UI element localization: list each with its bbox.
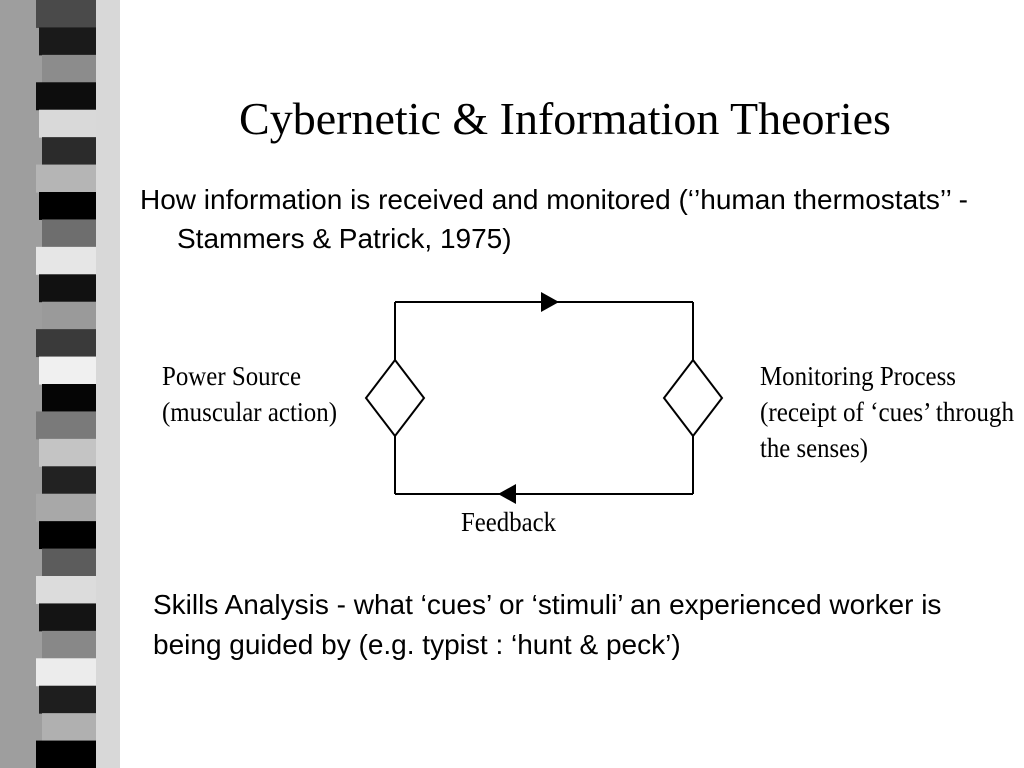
- stripe-block: [39, 438, 96, 467]
- stripe-block: [39, 274, 96, 303]
- the-senses-label: the senses): [760, 433, 868, 463]
- stripe-block: [42, 630, 96, 659]
- receipt-of-cues-label: (receipt of ‘cues’ through: [760, 397, 1014, 427]
- stripe-block: [39, 192, 96, 220]
- stripe-block: [36, 82, 96, 111]
- slide-title: Cybernetic & Information Theories: [239, 93, 891, 144]
- loop-lines: [394, 301, 694, 495]
- skills-analysis-text: Skills Analysis - what ‘cues’ or ‘stimul…: [153, 589, 942, 660]
- stripe-block: [42, 54, 96, 83]
- stripe-block: [42, 466, 96, 495]
- stripe-block: [36, 164, 96, 193]
- stripe-block: [42, 548, 96, 577]
- feedback-label: Feedback: [461, 507, 556, 537]
- bottom-arrow-icon: [498, 484, 516, 504]
- stripe-block: [39, 27, 96, 56]
- stripe-shadow: [96, 0, 120, 768]
- power-source-label: Power Source: [162, 361, 301, 391]
- stripe-block: [39, 521, 96, 550]
- stripe-block: [39, 109, 96, 138]
- stripe-block: [36, 0, 96, 28]
- stripe-block: [36, 740, 96, 768]
- stripe-block: [36, 411, 96, 440]
- stripe-block: [42, 137, 96, 166]
- right-diamond-icon: [662, 358, 724, 438]
- stripe-block: [42, 301, 96, 330]
- stripe-block: [42, 713, 96, 742]
- stripe-block: [39, 603, 96, 632]
- stripe-block: [39, 685, 96, 714]
- stripe-block: [42, 384, 96, 412]
- left-diamond-icon: [364, 358, 426, 438]
- stripe-block: [39, 356, 96, 385]
- stripe-block: [36, 493, 96, 522]
- monitoring-process-label: Monitoring Process: [760, 361, 956, 391]
- decorative-stripe: [0, 0, 120, 768]
- stripe-block: [42, 219, 96, 248]
- muscular-action-label: (muscular action): [162, 397, 337, 427]
- intro-bullet: How information is received and monitore…: [140, 184, 968, 254]
- stripe-block: [36, 246, 96, 275]
- top-arrow-icon: [541, 292, 559, 312]
- stripe-block: [36, 576, 96, 604]
- stripe-block: [36, 658, 96, 687]
- stripe-block: [36, 329, 96, 358]
